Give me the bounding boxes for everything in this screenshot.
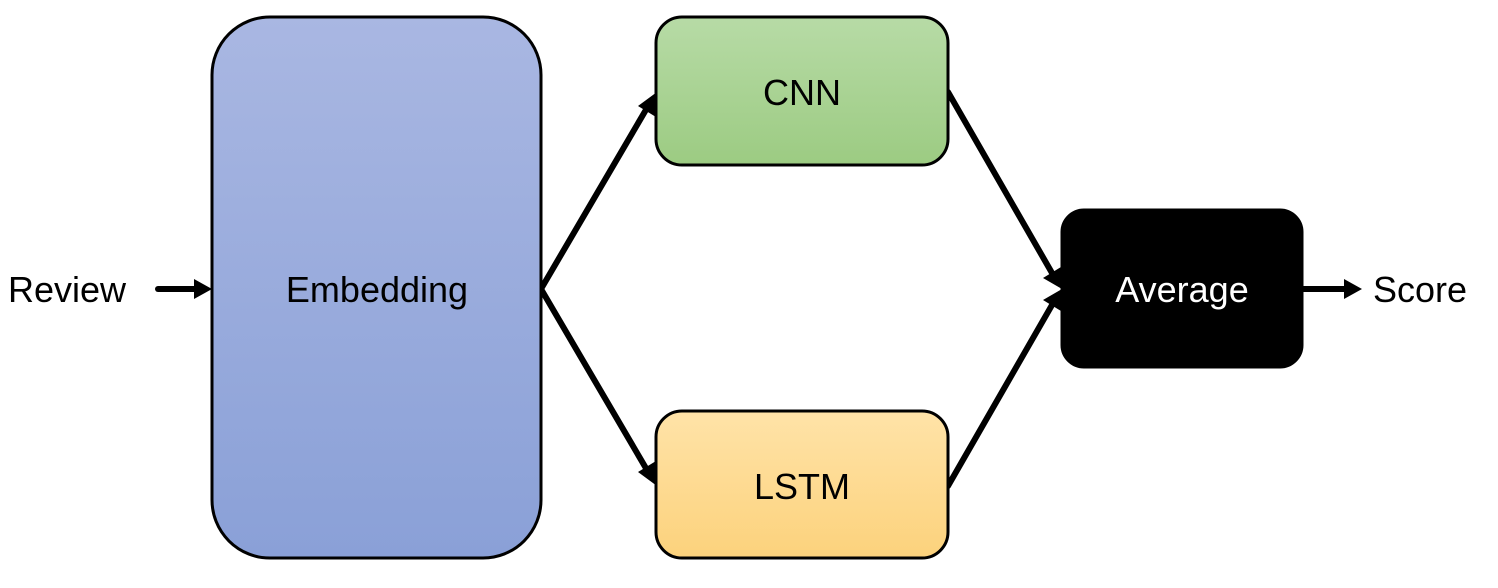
cnn-label: CNN <box>763 72 841 113</box>
edge-lstm-average <box>945 289 1062 489</box>
lstm-box <box>654 409 950 560</box>
embedding-box <box>210 15 543 560</box>
arrowhead-icon <box>194 279 212 299</box>
lstm-label: LSTM <box>754 466 850 507</box>
embedding-node: Embedding <box>210 15 543 560</box>
arrowhead-icon <box>1043 267 1062 289</box>
edge-embedding-lstm-line <box>538 286 650 473</box>
edge-embedding-cnn-line <box>538 105 650 292</box>
edge-cnn-average <box>945 89 1062 289</box>
cnn-node: CNN <box>654 15 950 167</box>
average-label: Average <box>1115 269 1248 310</box>
edge-lstm-average-line <box>945 302 1055 489</box>
average-box <box>1060 208 1304 369</box>
edges <box>155 89 1362 489</box>
cnn-box <box>654 15 950 167</box>
arrowhead-icon <box>638 92 657 117</box>
edge-cnn-average-line <box>945 89 1055 276</box>
edge-average-score <box>1299 279 1362 299</box>
review-label: Review <box>8 269 127 310</box>
edge-embedding-cnn <box>538 92 657 292</box>
lstm-node: LSTM <box>654 409 950 560</box>
arrowhead-icon <box>1043 289 1062 311</box>
arrowhead-icon <box>638 461 657 486</box>
embedding-label: Embedding <box>286 269 468 310</box>
average-node: Average <box>1060 208 1304 369</box>
edge-review-embedding <box>155 279 212 299</box>
arrowhead-icon <box>1344 279 1362 299</box>
score-label: Score <box>1373 269 1467 310</box>
edge-embedding-lstm <box>538 286 657 486</box>
